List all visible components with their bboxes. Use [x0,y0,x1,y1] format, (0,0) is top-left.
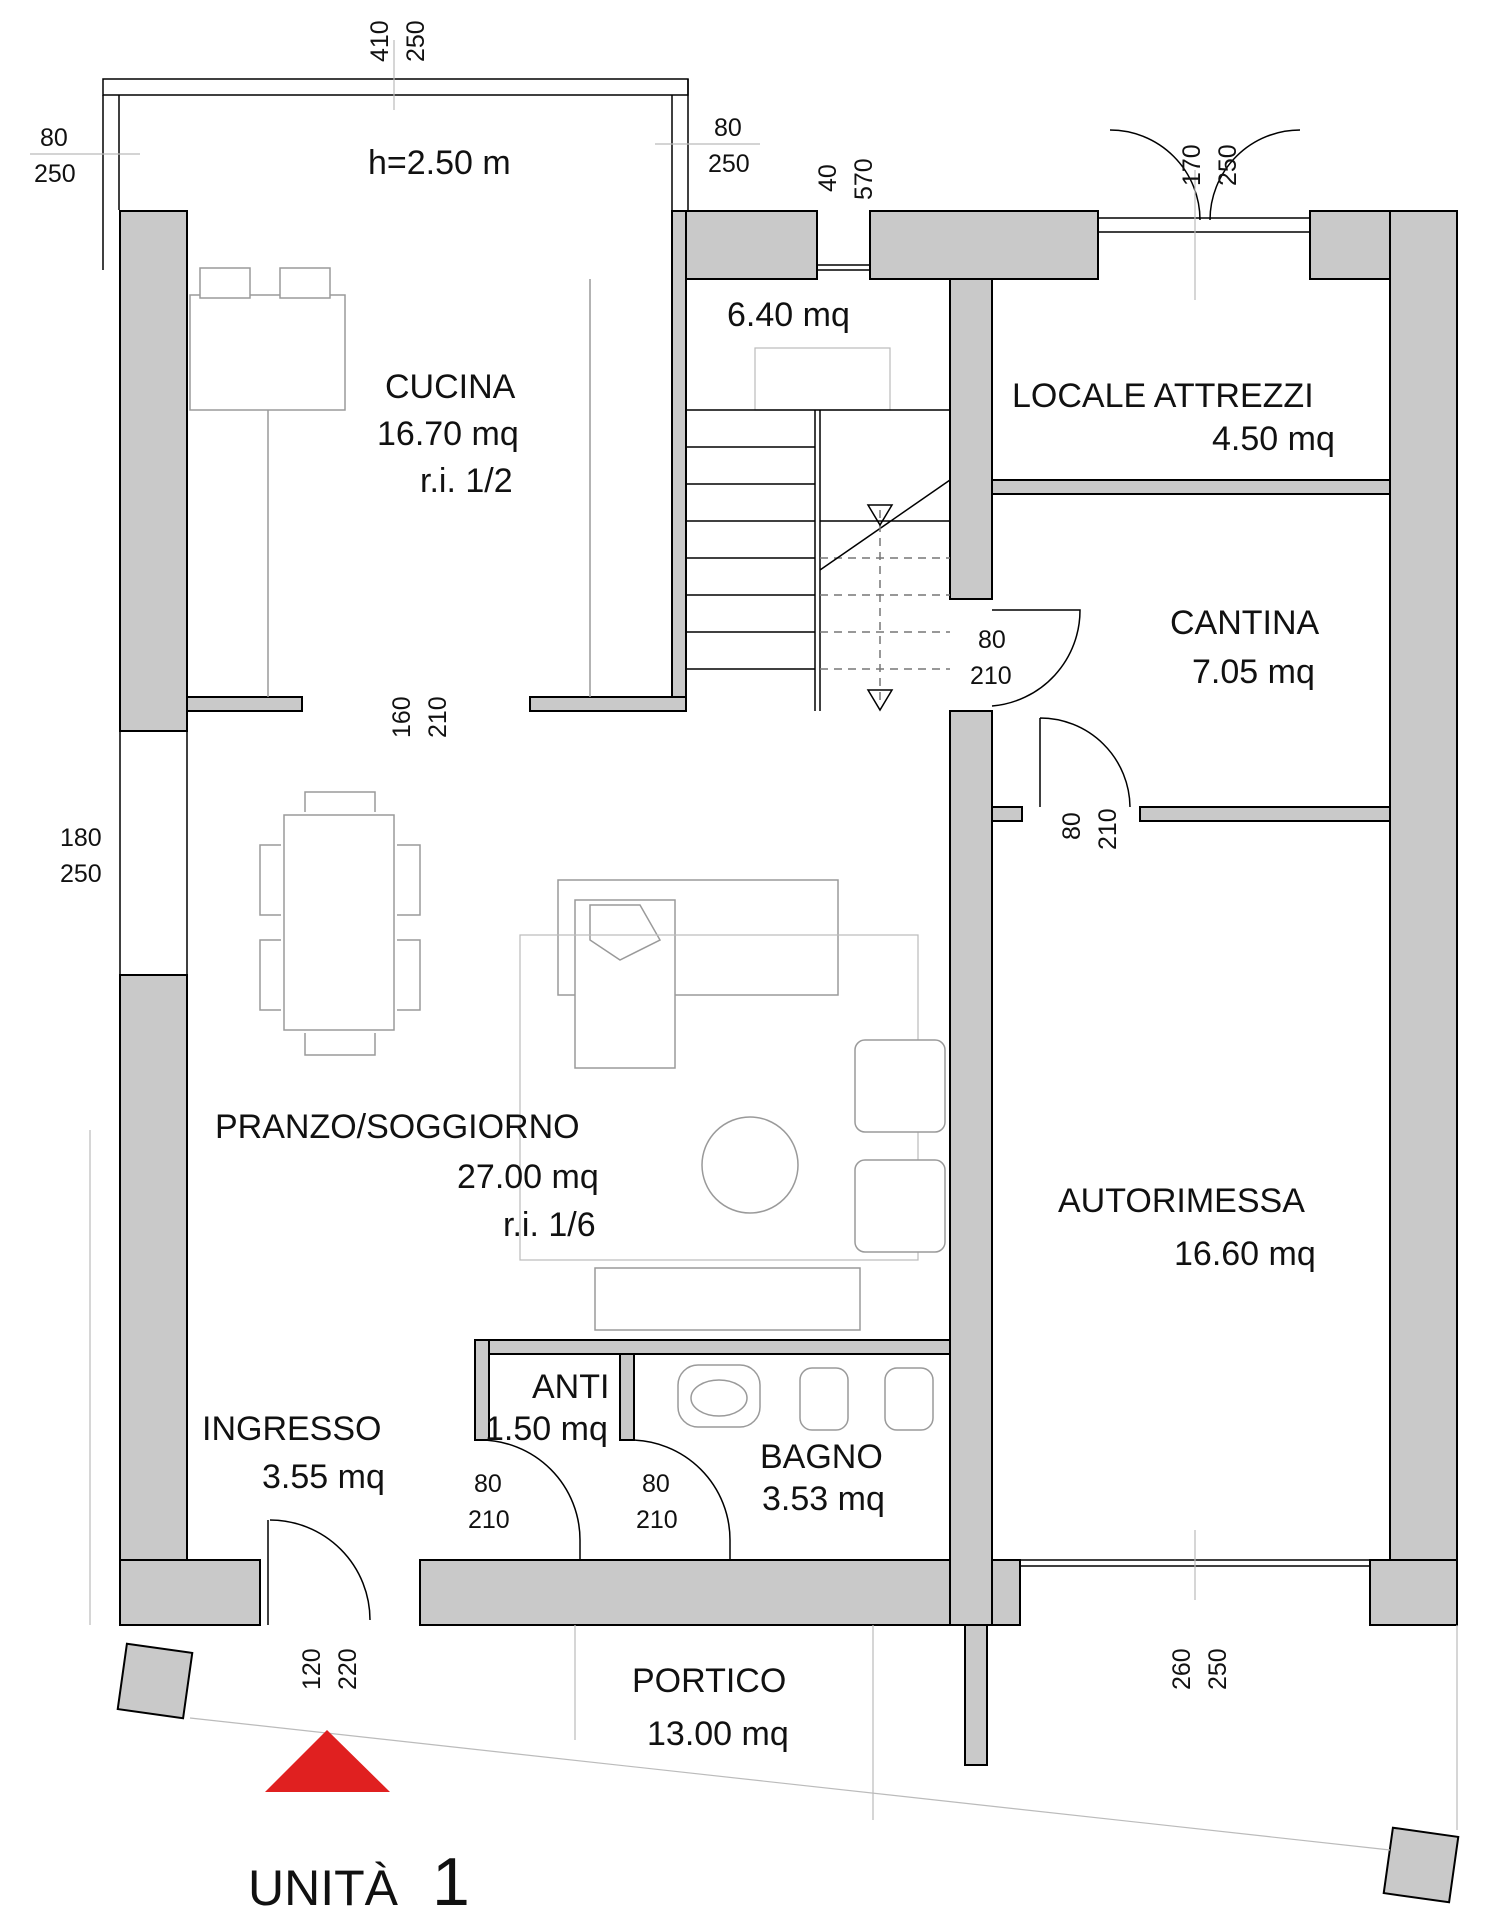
dim-right-250: 250 [708,150,750,178]
dimension-labels: 410 250 80 250 80 250 40 570 170 250 160… [34,20,1242,1690]
dim-garage-260: 260 [1168,1648,1196,1690]
locale-attrezzi-area: 4.50 mq [1212,420,1335,458]
cucina-name: CUCINA [385,368,516,406]
room-labels: CUCINA 16.70 mq r.i. 1/2 6.40 mq LOCALE … [202,144,1335,1753]
portico-area: 13.00 mq [647,1715,789,1753]
dim-bagno-80: 80 [642,1470,670,1498]
locale-attrezzi-name: LOCALE ATTREZZI [1012,377,1314,415]
ingresso-area: 3.55 mq [262,1458,385,1496]
cantina-name: CANTINA [1170,604,1320,642]
cantina-area: 7.05 mq [1192,653,1315,691]
pergola-height: h=2.50 m [368,144,511,182]
dim-attr-250: 250 [1214,144,1242,186]
dim-anti-80: 80 [474,1470,502,1498]
dim-garage-250: 250 [1204,1648,1232,1690]
dim-left-80: 80 [40,124,68,152]
portico-name: PORTICO [632,1662,786,1700]
pranzo-name: PRANZO/SOGGIORNO [215,1108,580,1146]
dim-win-570: 570 [850,158,878,200]
dim-entry-120: 120 [298,1648,326,1690]
walls [116,210,1460,1904]
cucina-ri: r.i. 1/2 [420,462,513,500]
dim-kitchen-210: 210 [424,696,452,738]
pranzo-ri: r.i. 1/6 [503,1206,596,1244]
dim-cantina-80: 80 [1058,812,1086,840]
anti-area: 1.50 mq [485,1410,608,1448]
staircase [686,347,951,712]
autorimessa-area: 16.60 mq [1174,1235,1316,1273]
dim-top-410: 410 [366,20,394,62]
dim-window-250: 250 [60,860,102,888]
unit-title-word: UNITÀ [248,1860,399,1916]
ingresso-name: INGRESSO [202,1410,381,1448]
anti-name: ANTI [532,1368,609,1406]
bagno-area: 3.53 mq [762,1480,885,1518]
cucina-area: 16.70 mq [377,415,519,453]
entrance-marker-icon [265,1730,390,1792]
scala-area: 6.40 mq [727,296,850,334]
dim-entry-220: 220 [334,1648,362,1690]
dim-right-80: 80 [714,114,742,142]
furniture [89,170,1458,1851]
dim-win-40: 40 [814,164,842,192]
dim-left-250: 250 [34,160,76,188]
bagno-name: BAGNO [760,1438,883,1476]
dim-attr-170: 170 [1178,144,1206,186]
dim-anti-210: 210 [468,1506,510,1534]
dim-stair-210: 210 [970,662,1012,690]
unit-title-number: 1 [432,1844,470,1920]
doors [267,129,1301,1625]
autorimessa-name: AUTORIMESSA [1058,1182,1305,1220]
dim-window-180: 180 [60,824,102,852]
dim-top-250: 250 [402,20,430,62]
pergola-outline [30,40,760,270]
dim-cantina-210: 210 [1094,808,1122,850]
dim-bagno-210: 210 [636,1506,678,1534]
pranzo-area: 27.00 mq [457,1158,599,1196]
dim-stair-80: 80 [978,626,1006,654]
dim-kitchen-160: 160 [388,696,416,738]
